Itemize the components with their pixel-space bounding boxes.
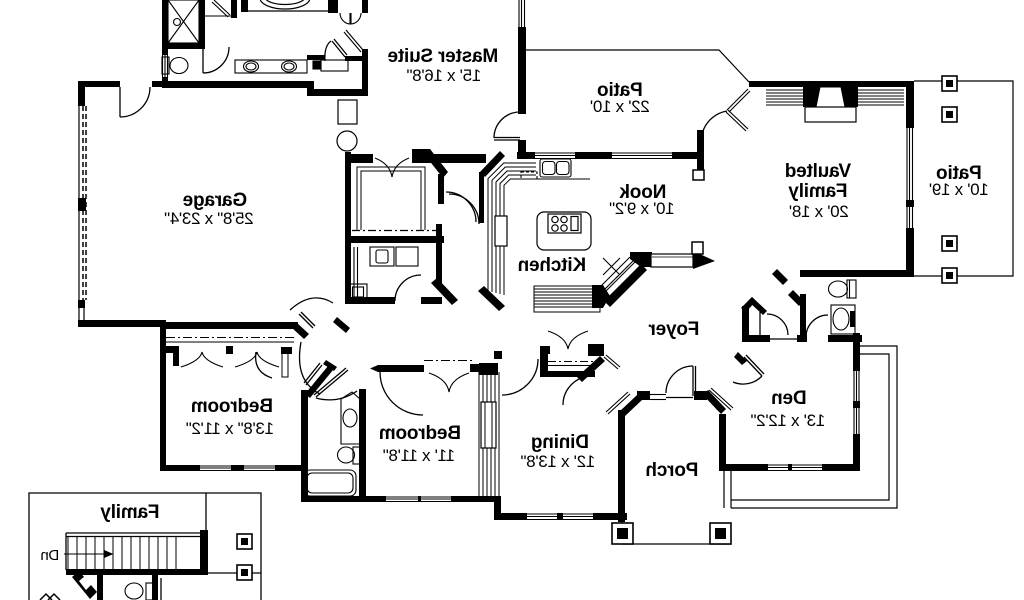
svg-text:20' x 18': 20' x 18' (789, 202, 849, 221)
svg-text:12' x 13'8": 12' x 13'8" (521, 452, 596, 471)
svg-text:13'8" x 11'2": 13'8" x 11'2" (186, 419, 274, 438)
svg-text:Nook: Nook (619, 182, 666, 203)
svg-text:Master Suite: Master Suite (388, 46, 499, 67)
svg-text:Kitchen: Kitchen (518, 255, 586, 276)
svg-text:Bedroom: Bedroom (379, 423, 461, 444)
svg-text:25'8" x 23'4": 25'8" x 23'4" (164, 209, 254, 228)
svg-text:Porch: Porch (646, 460, 699, 481)
svg-text:Den: Den (771, 388, 806, 409)
svg-text:15' x 16'8": 15' x 16'8" (407, 66, 482, 85)
svg-text:10' x 9'2": 10' x 9'2" (609, 199, 675, 218)
svg-text:Family: Family (788, 181, 848, 202)
svg-text:Vaulted: Vaulted (785, 161, 851, 182)
svg-text:Patio: Patio (597, 80, 642, 101)
svg-text:11' x 11'8": 11' x 11'8" (383, 446, 455, 465)
svg-text:Patio: Patio (936, 163, 981, 184)
svg-text:Dining: Dining (531, 432, 589, 453)
svg-text:Foyer: Foyer (648, 319, 700, 340)
svg-text:Bedroom: Bedroom (191, 396, 273, 417)
svg-text:Family: Family (100, 502, 160, 523)
svg-text:13' x 12'2": 13' x 12'2" (751, 411, 826, 430)
svg-text:Dn: Dn (41, 547, 60, 564)
svg-text:10' x 19': 10' x 19' (929, 180, 989, 199)
svg-text:Garage: Garage (183, 190, 247, 211)
svg-text:22' x 10': 22' x 10' (590, 97, 650, 116)
